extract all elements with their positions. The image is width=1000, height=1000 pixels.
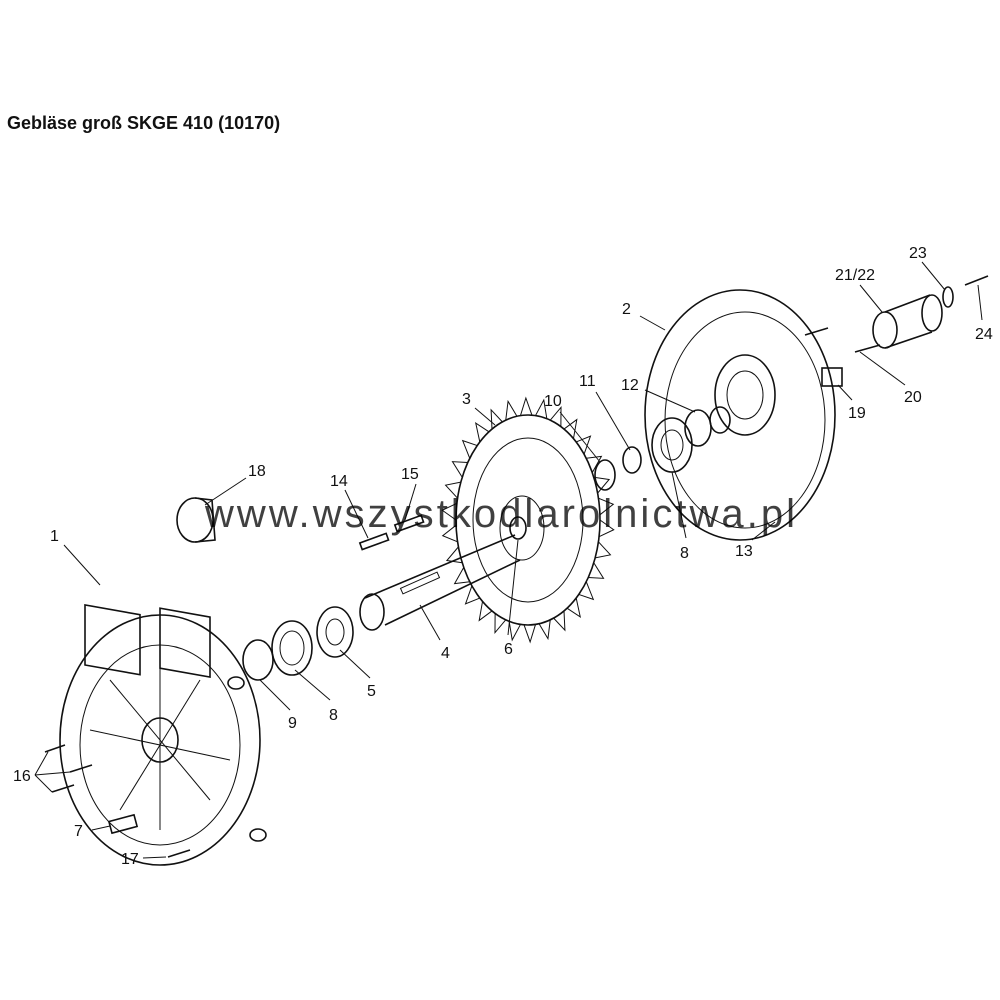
- callout-5: 5: [367, 683, 376, 700]
- callout-13: 13: [735, 543, 753, 560]
- fan-blade: [563, 418, 578, 439]
- fan-blade: [566, 597, 582, 618]
- fan-blade: [444, 481, 461, 499]
- fan-blade: [441, 502, 458, 521]
- callout-8-front: 8: [329, 707, 338, 724]
- keys-parts-14-15: [358, 514, 425, 551]
- fan-blade: [519, 396, 533, 416]
- callout-24: 24: [975, 326, 993, 343]
- fan-blade: [538, 619, 551, 641]
- fan-blade: [453, 567, 470, 585]
- shaft-part-4: [359, 534, 521, 631]
- fan-blade: [505, 399, 518, 421]
- silencer-parts-21-22-23: [872, 286, 954, 349]
- callout-8-rear: 8: [680, 545, 689, 562]
- housing-front-part-1: [59, 604, 267, 866]
- fan-blade: [464, 585, 481, 605]
- callout-12: 12: [621, 377, 639, 394]
- fan-blade: [578, 581, 595, 601]
- callout-6: 6: [504, 641, 513, 658]
- callout-16: 16: [13, 768, 31, 785]
- fan-blade: [461, 439, 478, 459]
- callout-3: 3: [462, 391, 471, 408]
- fan-blade: [595, 541, 612, 559]
- fan-wheel-part-3: [441, 396, 615, 644]
- callout-23: 23: [909, 245, 927, 262]
- fan-blade: [445, 546, 463, 564]
- callout-4: 4: [441, 645, 450, 662]
- bolts: [44, 275, 989, 858]
- fan-blade: [494, 613, 507, 635]
- callout-2: 2: [622, 301, 631, 318]
- fan-blade: [523, 624, 537, 644]
- fan-blade: [553, 610, 566, 632]
- fan-blade: [478, 601, 493, 622]
- callout-21-22: 21/22: [835, 267, 875, 284]
- callout-7: 7: [74, 823, 83, 840]
- callout-19: 19: [848, 405, 866, 422]
- diagram-title: Gebläse groß SKGE 410 (10170): [7, 113, 281, 133]
- fan-blade: [535, 398, 548, 419]
- fan-blade: [598, 519, 615, 538]
- fan-blade: [441, 524, 458, 543]
- fan-blade: [575, 435, 592, 455]
- callout-15: 15: [401, 466, 419, 483]
- callout-14: 14: [330, 473, 348, 490]
- callout-20: 20: [904, 389, 922, 406]
- callout-17: 17: [121, 851, 139, 868]
- callout-10: 10: [544, 393, 562, 410]
- callout-1: 1: [50, 528, 59, 545]
- fan-blade: [586, 455, 603, 473]
- leader-lines: [34, 261, 983, 859]
- fan-blade: [451, 461, 468, 478]
- fan-blade: [598, 497, 615, 516]
- gauge-part-18: [176, 497, 216, 543]
- fan-blade: [588, 562, 605, 579]
- fan-blade: [549, 405, 562, 427]
- bearings-and-washers: [242, 409, 712, 681]
- fan-blade: [508, 621, 521, 642]
- callout-11: 11: [579, 373, 596, 390]
- fan-blade: [474, 422, 490, 443]
- callout-9: 9: [288, 715, 297, 732]
- watermark: www.wszystkodlarolnictwa.pl: [204, 492, 795, 536]
- callout-18: 18: [248, 463, 266, 480]
